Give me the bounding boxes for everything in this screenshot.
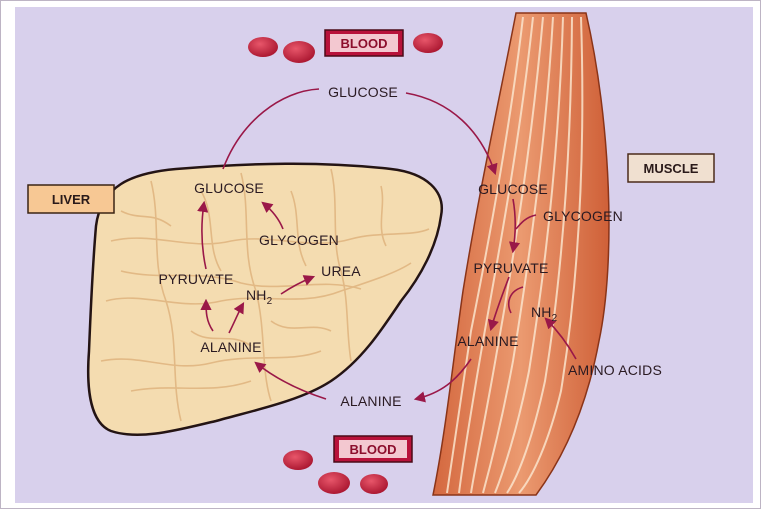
label-muscle-glycogen: GLYCOGEN	[543, 208, 623, 224]
label-liver-glucose: GLUCOSE	[194, 180, 264, 196]
blood-cell	[283, 450, 313, 470]
label-blood-glucose: GLUCOSE	[328, 84, 398, 100]
muscle-tag: MUSCLE	[628, 154, 714, 182]
liver-tag: LIVER	[28, 185, 114, 213]
blood-cell	[283, 41, 315, 63]
muscle-label: MUSCLE	[644, 161, 699, 176]
label-liver-pyruvate: PYRUVATE	[159, 271, 234, 287]
label-liver-glycogen: GLYCOGEN	[259, 232, 339, 248]
label-muscle-alanine: ALANINE	[457, 333, 518, 349]
blood-cell	[318, 472, 350, 494]
label-muscle-glucose: GLUCOSE	[478, 181, 548, 197]
blood-cell	[360, 474, 388, 494]
blood-cell	[248, 37, 278, 57]
blood-cell	[413, 33, 443, 53]
liver-label: LIVER	[52, 192, 91, 207]
blood-tag-top: BLOOD	[325, 30, 403, 56]
label-amino-acids: AMINO ACIDS	[568, 362, 662, 378]
label-liver-urea: UREA	[321, 263, 361, 279]
blood-label-top: BLOOD	[341, 36, 388, 51]
label-blood-alanine: ALANINE	[340, 393, 401, 409]
label-liver-alanine: ALANINE	[200, 339, 261, 355]
blood-tag-bottom: BLOOD	[334, 436, 412, 462]
blood-label-bottom: BLOOD	[350, 442, 397, 457]
label-muscle-pyruvate: PYRUVATE	[474, 260, 549, 276]
